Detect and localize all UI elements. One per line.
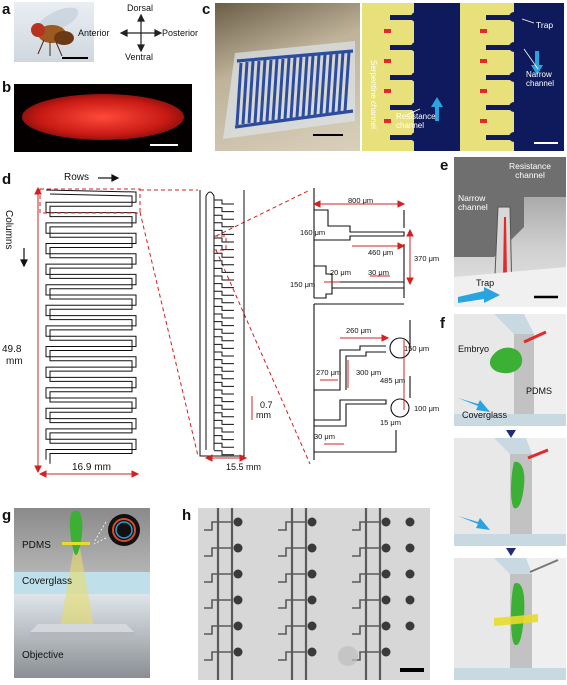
panel-label-a: a: [2, 1, 11, 18]
trap-branch: [214, 275, 234, 281]
dim-370: 370 μm: [414, 254, 440, 263]
zoom-outline: [199, 190, 245, 457]
gap-unit-label: mm: [256, 410, 271, 420]
serpentine-path: [45, 189, 137, 460]
trap-branch: [214, 305, 234, 311]
trap-branch: [214, 237, 234, 243]
f-coverglass-label: Coverglass: [462, 410, 508, 420]
trap-branch: [214, 252, 234, 258]
dorsal-label: Dorsal: [127, 3, 154, 13]
trap-branch: [214, 450, 234, 456]
dim-270: 270 μm: [316, 368, 342, 377]
embryo-fluorescence-image: [14, 84, 192, 152]
trap-branch: [214, 389, 234, 395]
sem-trap-label: Trap: [476, 278, 495, 288]
sem-image: [454, 157, 566, 307]
serpentine-inner-path: [49, 193, 133, 464]
dim-485: 485 μm: [380, 376, 406, 385]
sem-resistance-label: Resistance channel: [508, 161, 552, 180]
width-label: 16.9 mm: [72, 462, 111, 473]
fly-photo: [14, 2, 94, 62]
trap-branch: [214, 267, 234, 273]
panel-label-c: c: [202, 1, 211, 18]
trap-branch: [214, 290, 234, 296]
trap-branch: [214, 435, 234, 441]
trap-branch: [214, 245, 234, 251]
trap-branch: [214, 207, 234, 213]
panel-label-h: h: [182, 507, 192, 524]
trap-branch: [214, 359, 234, 365]
embryo-label: Embryo: [458, 344, 490, 354]
trap-branch: [214, 298, 234, 304]
trap-branch: [214, 199, 234, 205]
trap-branch: [214, 321, 234, 327]
resistance-channel-label: Resistance channel: [396, 112, 436, 130]
panel-label-e: e: [440, 157, 449, 174]
trap-branch: [214, 442, 234, 448]
trap-branch: [214, 283, 234, 289]
trap-array-micrograph: [198, 508, 430, 680]
panel-label-b: b: [2, 79, 12, 96]
anterior-label: Anterior: [78, 28, 110, 38]
g-pdms-label: PDMS: [22, 540, 51, 551]
height-value-label: 49.8: [2, 344, 22, 355]
trap-branch: [214, 214, 234, 220]
dim-15: 15 μm: [380, 418, 401, 427]
height-unit-label: mm: [6, 356, 23, 367]
rows-label: Rows: [64, 172, 90, 183]
lightsheet-diagram: [14, 508, 150, 678]
trap-branch: [214, 343, 234, 349]
trap-label: Trap: [536, 20, 554, 30]
panel-label-g: g: [2, 507, 12, 524]
trap-branch: [214, 260, 234, 266]
g-objective-label: Objective: [22, 650, 64, 661]
panel-label-f: f: [440, 315, 445, 332]
trap-branch: [214, 336, 234, 342]
channel-micrograph: [362, 3, 564, 151]
gap-value-label: 0.7: [260, 400, 273, 410]
dim-460: 460 μm: [368, 248, 394, 257]
g-coverglass-label: Coverglass: [22, 576, 73, 587]
dim-260: 260 μm: [346, 326, 372, 335]
posterior-label: Posterior: [162, 28, 199, 38]
trap-branch: [214, 412, 234, 418]
trap-branch: [214, 374, 234, 380]
sub-width-label: 15.5 mm: [226, 462, 262, 472]
dim-30b: 30 μm: [314, 432, 335, 441]
sem-narrow-label: Narrow channel: [458, 193, 488, 212]
trap-branch: [214, 351, 234, 357]
f-pdms-label: PDMS: [526, 386, 553, 396]
trap-branch: [214, 229, 234, 235]
dim-150a: 150 μm: [290, 280, 316, 289]
trap-step-2: [454, 438, 566, 546]
dim-300: 300 μm: [356, 368, 382, 377]
dim-30a: 30 μm: [368, 268, 389, 277]
trap-branch: [214, 427, 234, 433]
serpentine-loop: [205, 191, 215, 450]
trap-branch: [214, 366, 234, 372]
device-photo: [215, 3, 360, 151]
panel-label-d: d: [2, 171, 12, 188]
trap-branch: [214, 419, 234, 425]
dim-20: 20 μm: [330, 268, 351, 277]
trap-branch: [214, 404, 234, 410]
trap-branch: [214, 381, 234, 387]
trap-branch: [214, 313, 234, 319]
trap-branch: [214, 328, 234, 334]
trap-branch: [214, 222, 234, 228]
ventral-label: Ventral: [125, 52, 154, 62]
dim-150b: 150 μm: [404, 344, 430, 353]
trap-step-3: [454, 558, 566, 680]
narrow-channel-label: Narrow channel: [526, 70, 555, 88]
dim-160: 160 μm: [300, 228, 326, 237]
trap-branch: [214, 397, 234, 403]
dim-100: 100 μm: [414, 404, 440, 413]
dim-800: 800 μm: [348, 196, 374, 205]
trap-step-1: [454, 314, 566, 426]
